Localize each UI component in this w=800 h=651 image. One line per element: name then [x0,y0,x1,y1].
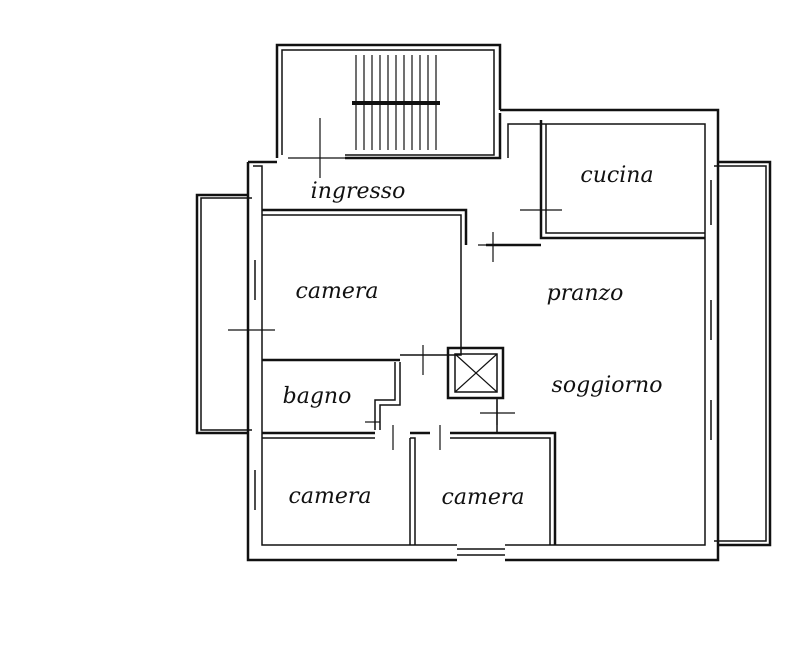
stairwell [275,43,502,160]
exterior-walls [246,108,720,562]
label-ingresso: ingresso [311,179,406,204]
label-camera: camera [442,485,525,510]
label-soggiorno: soggiorno [552,373,663,398]
label-pranzo: pranzo [547,281,624,306]
label-bagno: bagno [283,384,352,409]
balcony-left [195,193,252,435]
interior-walls [262,120,705,545]
label-camera: camera [296,279,379,304]
balcony-right [714,160,772,547]
label-cucina: cucina [580,163,653,188]
room-pranzo-soggiorno[interactable] [466,238,705,433]
door-marks [228,118,562,450]
label-camera: camera [289,484,372,509]
